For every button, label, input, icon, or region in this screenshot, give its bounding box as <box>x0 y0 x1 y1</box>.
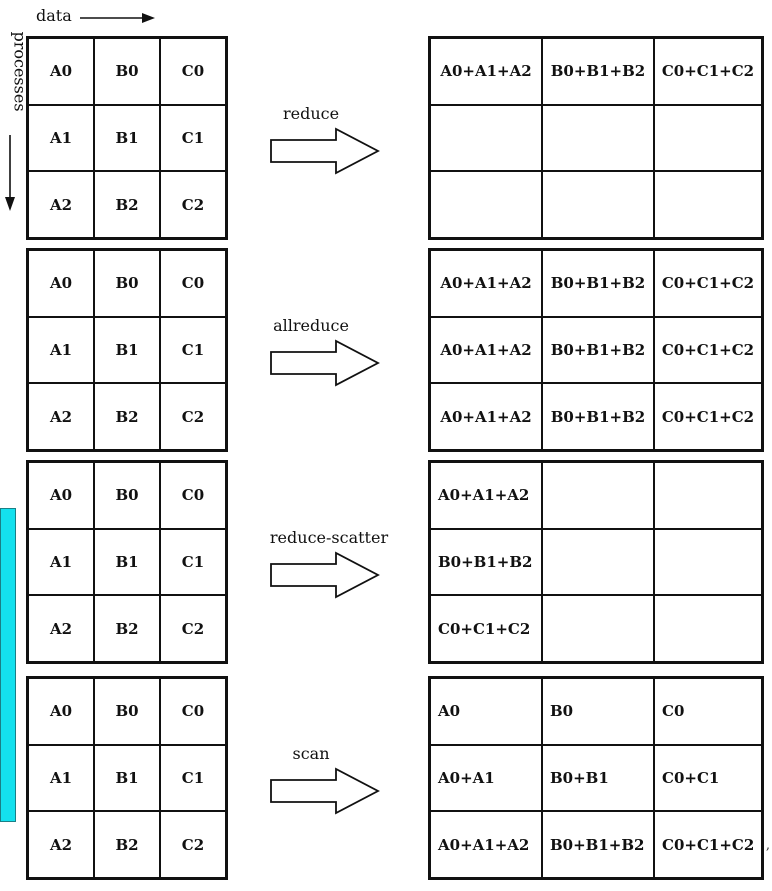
output-cell: B0+B1+B2 <box>542 316 654 384</box>
output-cell <box>430 104 542 172</box>
output-cell: C0 <box>654 678 762 745</box>
input-cell: B2 <box>94 383 160 450</box>
operation-arrow-icon <box>270 551 380 599</box>
output-cell <box>542 462 654 529</box>
input-cell: B1 <box>94 528 160 596</box>
operation-arrow-icon <box>270 127 380 175</box>
input-cell: A1 <box>28 744 94 812</box>
data-axis-arrow-icon <box>80 13 155 23</box>
input-cell: C2 <box>160 383 226 450</box>
output-cell: B0+B1+B2 <box>542 383 654 450</box>
output-cell <box>654 104 762 172</box>
output-cell: B0+B1+B2 <box>542 811 654 878</box>
input-cell: C1 <box>160 316 226 384</box>
input-cell: A1 <box>28 528 94 596</box>
operation-label: allreduce <box>273 316 349 335</box>
input-cell: C0 <box>160 38 226 105</box>
input-cell: C0 <box>160 462 226 529</box>
input-cell: B0 <box>94 462 160 529</box>
output-cell <box>654 595 762 662</box>
side-highlight-bar <box>0 508 16 822</box>
operation-label: reduce-scatter <box>269 528 389 547</box>
input-cell: B0 <box>94 250 160 317</box>
input-cell: B1 <box>94 744 160 812</box>
output-cell: A0+A1+A2 <box>430 250 542 317</box>
output-cell: C0+C1+C2 <box>654 316 762 384</box>
corner-mark: , <box>765 838 770 853</box>
output-cell: C0+C1+C2 <box>654 250 762 317</box>
output-cell: C0+C1+C2 <box>430 595 542 662</box>
output-cell: C0+C1+C2 <box>654 38 762 105</box>
output-cell <box>542 104 654 172</box>
input-cell: C1 <box>160 104 226 172</box>
output-cell <box>542 171 654 238</box>
output-cell: C0+C1+C2 <box>654 383 762 450</box>
input-cell: B0 <box>94 678 160 745</box>
output-cell <box>542 528 654 596</box>
input-cell: C0 <box>160 678 226 745</box>
data-axis-label: data <box>36 6 72 25</box>
operation-label: scan <box>292 744 330 763</box>
output-cell: B0+B1 <box>542 744 654 812</box>
input-cell: A0 <box>28 678 94 745</box>
output-cell <box>654 171 762 238</box>
input-cell: C2 <box>160 171 226 238</box>
input-cell: C1 <box>160 744 226 812</box>
operation-arrow-icon <box>270 339 380 387</box>
output-cell: A0+A1+A2 <box>430 316 542 384</box>
output-cell: A0+A1+A2 <box>430 462 542 529</box>
input-cell: C1 <box>160 528 226 596</box>
input-cell: B2 <box>94 811 160 878</box>
output-cell <box>654 462 762 529</box>
input-cell: B2 <box>94 171 160 238</box>
output-cell <box>654 528 762 596</box>
output-cell: B0+B1+B2 <box>542 250 654 317</box>
output-cell: B0+B1+B2 <box>430 528 542 596</box>
input-cell: A1 <box>28 316 94 384</box>
output-cell: C0+C1 <box>654 744 762 812</box>
output-cell: A0+A1+A2 <box>430 383 542 450</box>
input-cell: C2 <box>160 811 226 878</box>
processes-axis-arrow-icon <box>5 135 15 211</box>
input-cell: B1 <box>94 316 160 384</box>
output-cell: C0+C1+C2 <box>654 811 762 878</box>
output-cell: A0+A1+A2 <box>430 38 542 105</box>
output-cell: A0+A1 <box>430 744 542 812</box>
input-cell: C0 <box>160 250 226 317</box>
input-cell: A2 <box>28 811 94 878</box>
input-cell: A0 <box>28 38 94 105</box>
output-cell <box>542 595 654 662</box>
operation-label: reduce <box>282 104 340 123</box>
input-cell: B0 <box>94 38 160 105</box>
output-cell: B0 <box>542 678 654 745</box>
output-cell <box>430 171 542 238</box>
input-cell: A1 <box>28 104 94 172</box>
input-cell: A2 <box>28 171 94 238</box>
input-cell: A0 <box>28 250 94 317</box>
input-cell: B1 <box>94 104 160 172</box>
input-cell: A2 <box>28 595 94 662</box>
input-cell: A0 <box>28 462 94 529</box>
output-cell: A0 <box>430 678 542 745</box>
input-cell: B2 <box>94 595 160 662</box>
output-cell: B0+B1+B2 <box>542 38 654 105</box>
operation-arrow-icon <box>270 767 380 815</box>
input-cell: A2 <box>28 383 94 450</box>
input-cell: C2 <box>160 595 226 662</box>
output-cell: A0+A1+A2 <box>430 811 542 878</box>
